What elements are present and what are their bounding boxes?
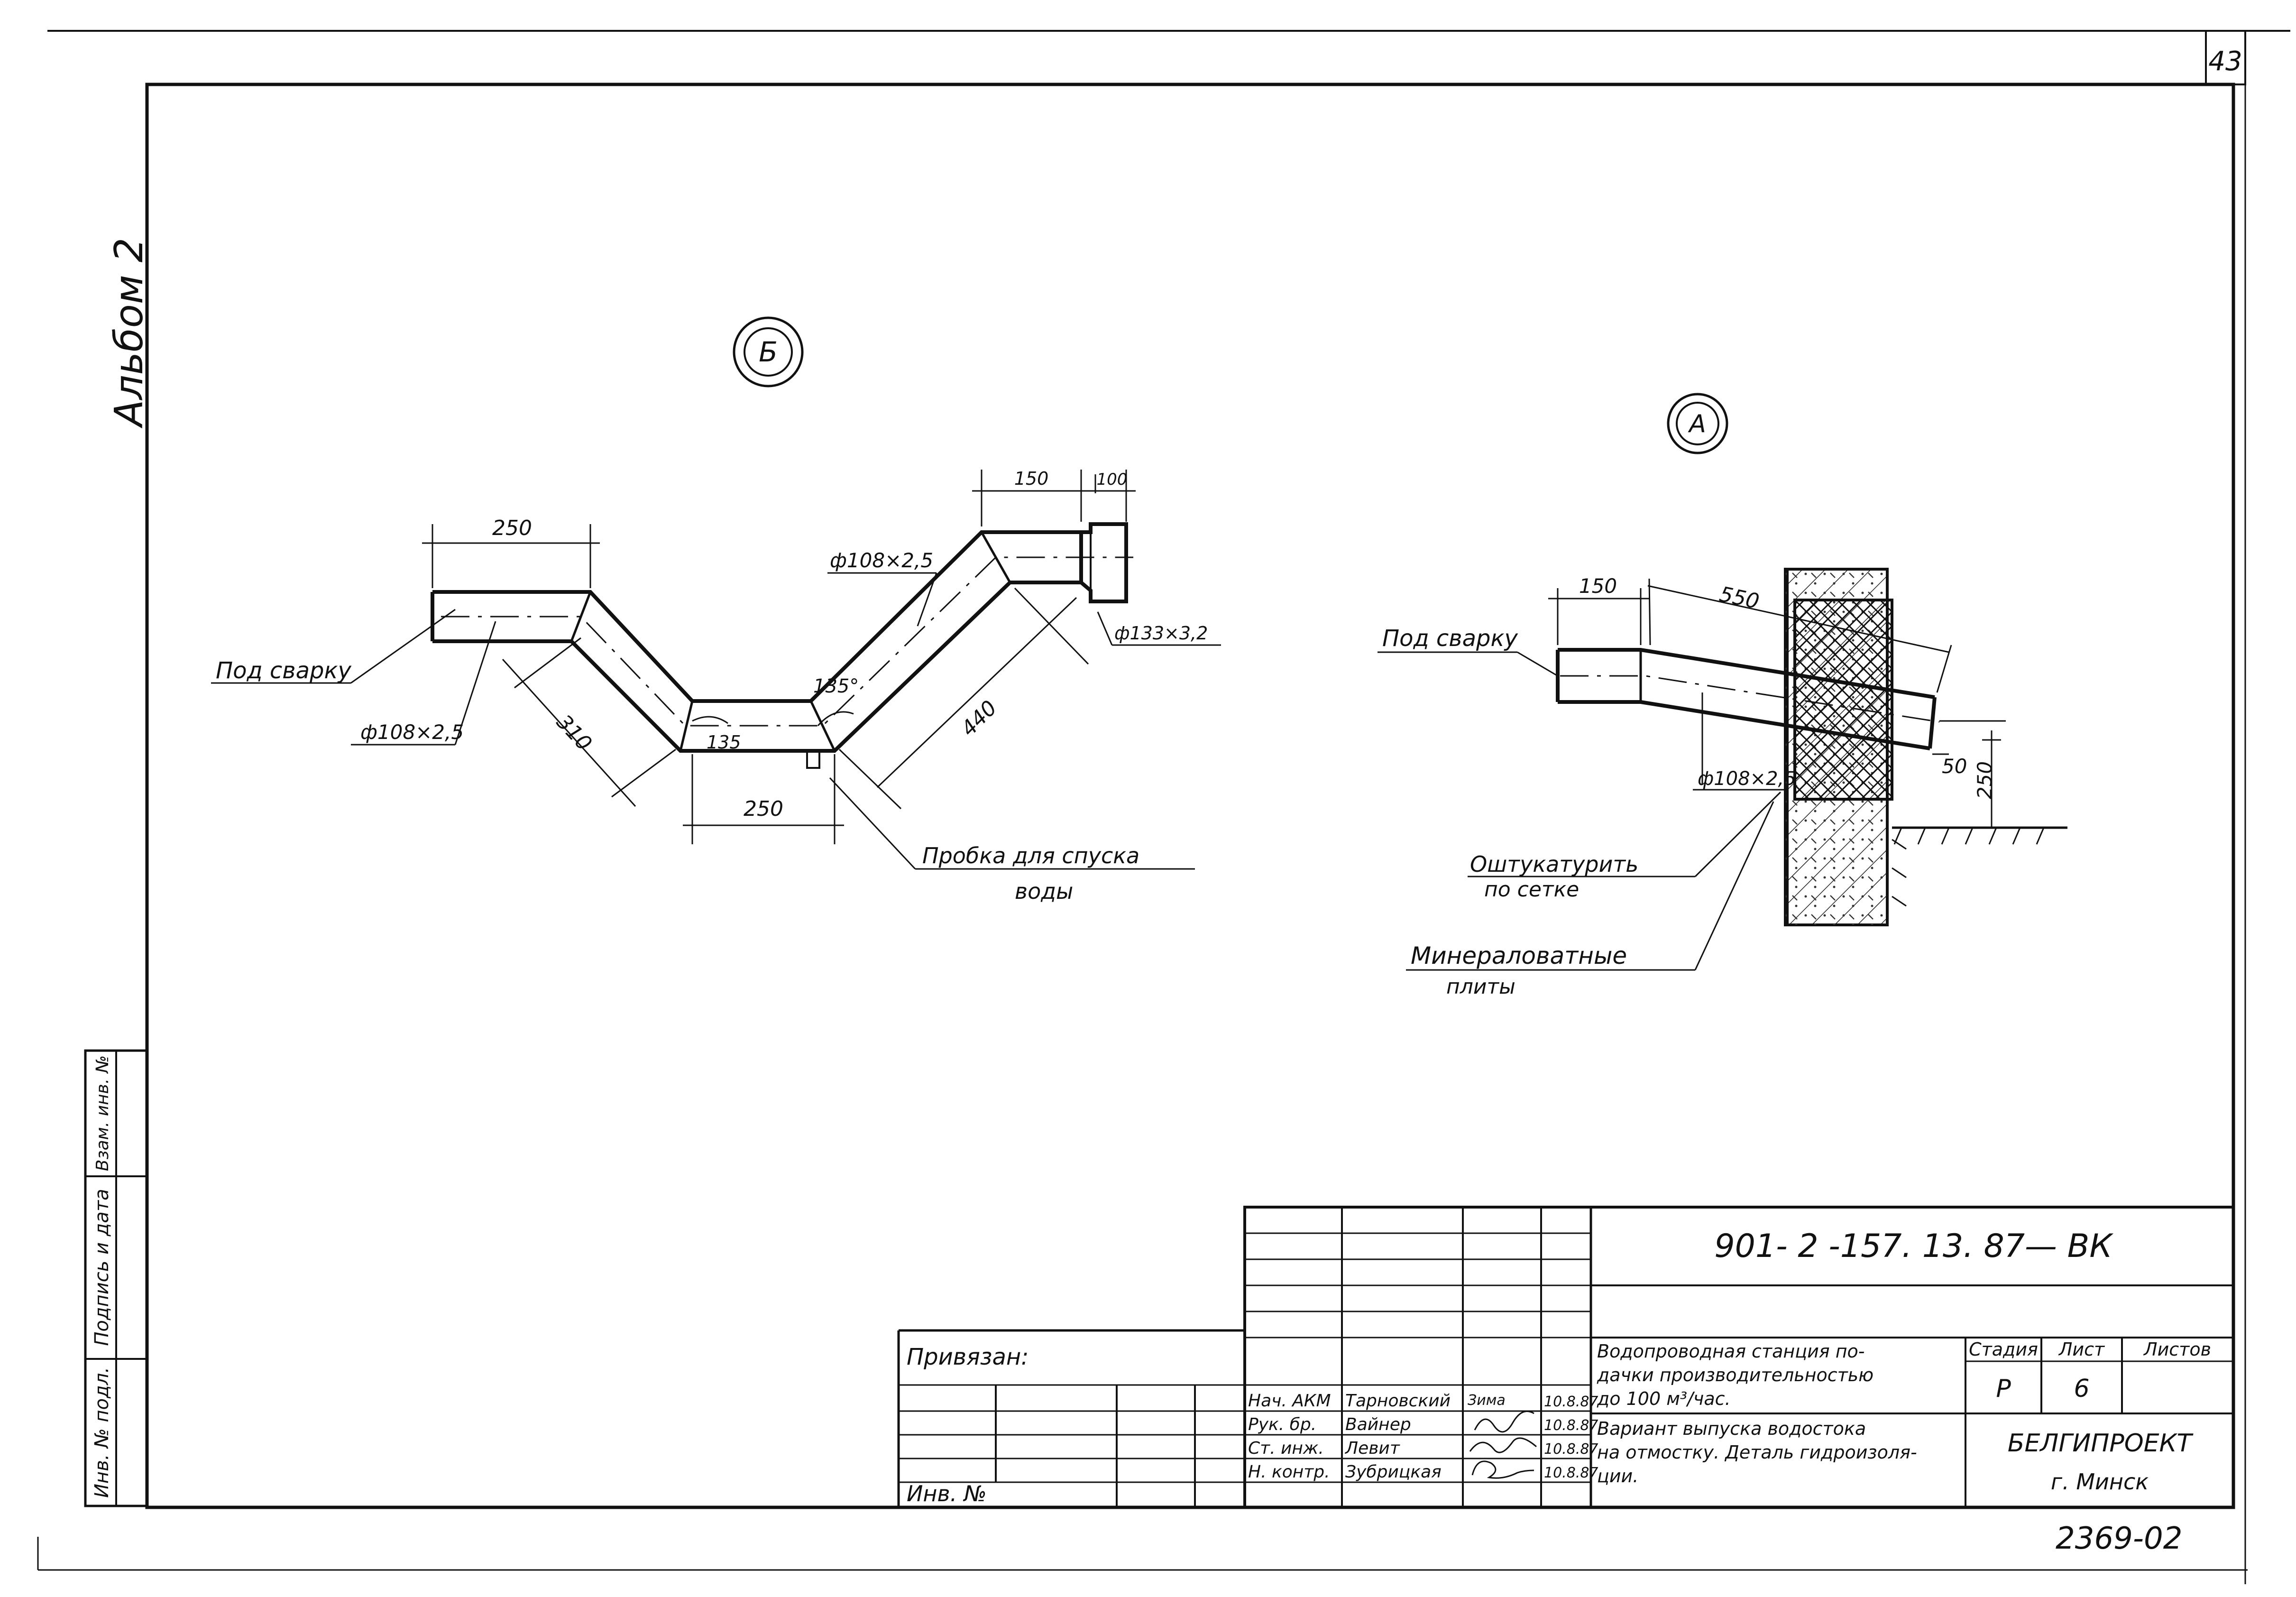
view-b-angle-arc-upper bbox=[817, 711, 854, 726]
view-a-wool-label-2: плиты bbox=[1446, 975, 1515, 999]
view-a-pipe bbox=[1556, 648, 1940, 750]
view-a-plaster-label-2: по сетке bbox=[1484, 877, 1579, 902]
view-a-marker-label: А bbox=[1688, 410, 1706, 438]
view-a-dim-550: 550 bbox=[1717, 582, 1762, 614]
title-sheet-line-2: на отмостку. Деталь гидроизоля- bbox=[1597, 1442, 1917, 1463]
title-org: БЕЛГИПРОЕКТ bbox=[2008, 1429, 2194, 1458]
view-a-insulation bbox=[1793, 599, 1893, 801]
view-b-dim-top-a: 150 bbox=[1014, 468, 1049, 489]
side-stamp-replaced: Взам. инв. № bbox=[93, 1055, 112, 1171]
view-b-pipe bbox=[431, 522, 1133, 769]
title-col-sheets: Листов bbox=[2143, 1339, 2211, 1360]
view-b-dim-left: 250 bbox=[492, 516, 532, 540]
signature-role: Нач. АКМ bbox=[1248, 1391, 1331, 1411]
view-a-dim-150: 150 bbox=[1579, 574, 1617, 598]
view-a-leaders bbox=[1378, 651, 1788, 971]
title-stage-value: Р bbox=[1996, 1375, 2011, 1403]
signature-scribble bbox=[1469, 1437, 1537, 1453]
title-object-line-1: Водопроводная станция по- bbox=[1597, 1341, 1865, 1362]
view-a-dimensions bbox=[1548, 578, 2006, 828]
view-a-weld-label: Под сварку bbox=[1382, 625, 1518, 652]
title-col-stage: Стадия bbox=[1969, 1339, 2038, 1360]
signature-name: Левит bbox=[1344, 1439, 1400, 1458]
album-label: Альбом 2 bbox=[107, 238, 152, 429]
archive-number: 2369-02 bbox=[2056, 1521, 2182, 1556]
side-stamp-inv-orig: Инв. № подл. bbox=[91, 1367, 113, 1498]
signature-date: 10.8.87 bbox=[1544, 1417, 1598, 1434]
title-attached: Привязан: bbox=[907, 1344, 1029, 1370]
title-sheet-line-3: ции. bbox=[1597, 1466, 1638, 1486]
signature-scribble bbox=[1474, 1411, 1534, 1433]
title-sheet-value: 6 bbox=[2074, 1375, 2089, 1403]
view-b-weld-label: Под сварку bbox=[216, 657, 351, 684]
signature-date: 10.8.87 bbox=[1544, 1441, 1598, 1458]
title-block-grid bbox=[897, 1206, 2235, 1509]
title-col-sheet: Лист bbox=[2058, 1339, 2105, 1360]
title-sheet-line-1: Вариант выпуска водостока bbox=[1597, 1418, 1866, 1439]
signature-role: Н. контр. bbox=[1248, 1462, 1330, 1482]
view-b-marker bbox=[733, 316, 804, 388]
side-stamp-sign-date: Подпись и дата bbox=[91, 1189, 113, 1346]
view-b-dim-bottom: 250 bbox=[744, 797, 783, 821]
view-b-angle-upper: 135° bbox=[813, 675, 859, 697]
signature-role: Ст. инж. bbox=[1248, 1439, 1324, 1458]
view-b-plug-label-1: Пробка для спуска bbox=[922, 843, 1139, 868]
title-doc-code: 901- 2 -157. 13. 87— ВК bbox=[1714, 1228, 2113, 1265]
signature-scribble bbox=[1471, 1460, 1534, 1479]
view-b-dim-upper: 440 bbox=[956, 696, 1001, 741]
view-a-wall bbox=[1784, 568, 2067, 926]
title-city: г. Минск bbox=[2051, 1469, 2149, 1495]
view-b-pipe-upper-label: ф108×2,5 bbox=[830, 549, 933, 572]
signature-date: 10.8.87 bbox=[1544, 1465, 1598, 1481]
view-a-pipe-label: ф108×2,5 bbox=[1698, 768, 1796, 790]
view-b-dim-diagonal: 310 bbox=[551, 710, 597, 756]
view-b-leaders bbox=[211, 572, 1221, 870]
sheet-frame bbox=[37, 30, 2290, 1584]
view-a-wool-label-1: Минераловатные bbox=[1411, 942, 1627, 969]
view-b-dimensions bbox=[422, 470, 1136, 844]
signature-role: Рук. бр. bbox=[1248, 1415, 1316, 1434]
view-a-dim-50: 50 bbox=[1942, 755, 1967, 778]
view-b-angle-lower: 135 bbox=[707, 732, 741, 753]
title-object-line-3: до 100 м³/час. bbox=[1597, 1388, 1731, 1409]
title-object-line-2: дачки производительностью bbox=[1597, 1365, 1874, 1385]
signature-date: 10.8.87 bbox=[1544, 1394, 1598, 1410]
signature-mark: Зима bbox=[1468, 1392, 1506, 1409]
page-number: 43 bbox=[2208, 46, 2242, 77]
signature-name: Зубрицкая bbox=[1345, 1462, 1442, 1482]
title-inv-no: Инв. № bbox=[907, 1481, 987, 1506]
side-stamp bbox=[84, 1049, 148, 1507]
signature-name: Вайнер bbox=[1345, 1415, 1411, 1434]
view-a-plaster-label-1: Оштукатурить bbox=[1470, 851, 1638, 877]
view-b-angle-arc-lower bbox=[692, 716, 728, 724]
view-b-plug-label-2: воды bbox=[1015, 878, 1073, 904]
view-a-dim-250: 250 bbox=[1973, 761, 1996, 799]
view-b-marker-label: Б bbox=[759, 336, 778, 368]
view-b-pipe-left-label: ф108×2,5 bbox=[360, 720, 464, 744]
view-a-marker bbox=[1667, 393, 1728, 454]
signature-name: Тарновский bbox=[1345, 1391, 1451, 1411]
view-b-pipe-end-label: ф133×3,2 bbox=[1114, 623, 1208, 644]
view-b-dim-top-b: 100 bbox=[1097, 470, 1128, 489]
